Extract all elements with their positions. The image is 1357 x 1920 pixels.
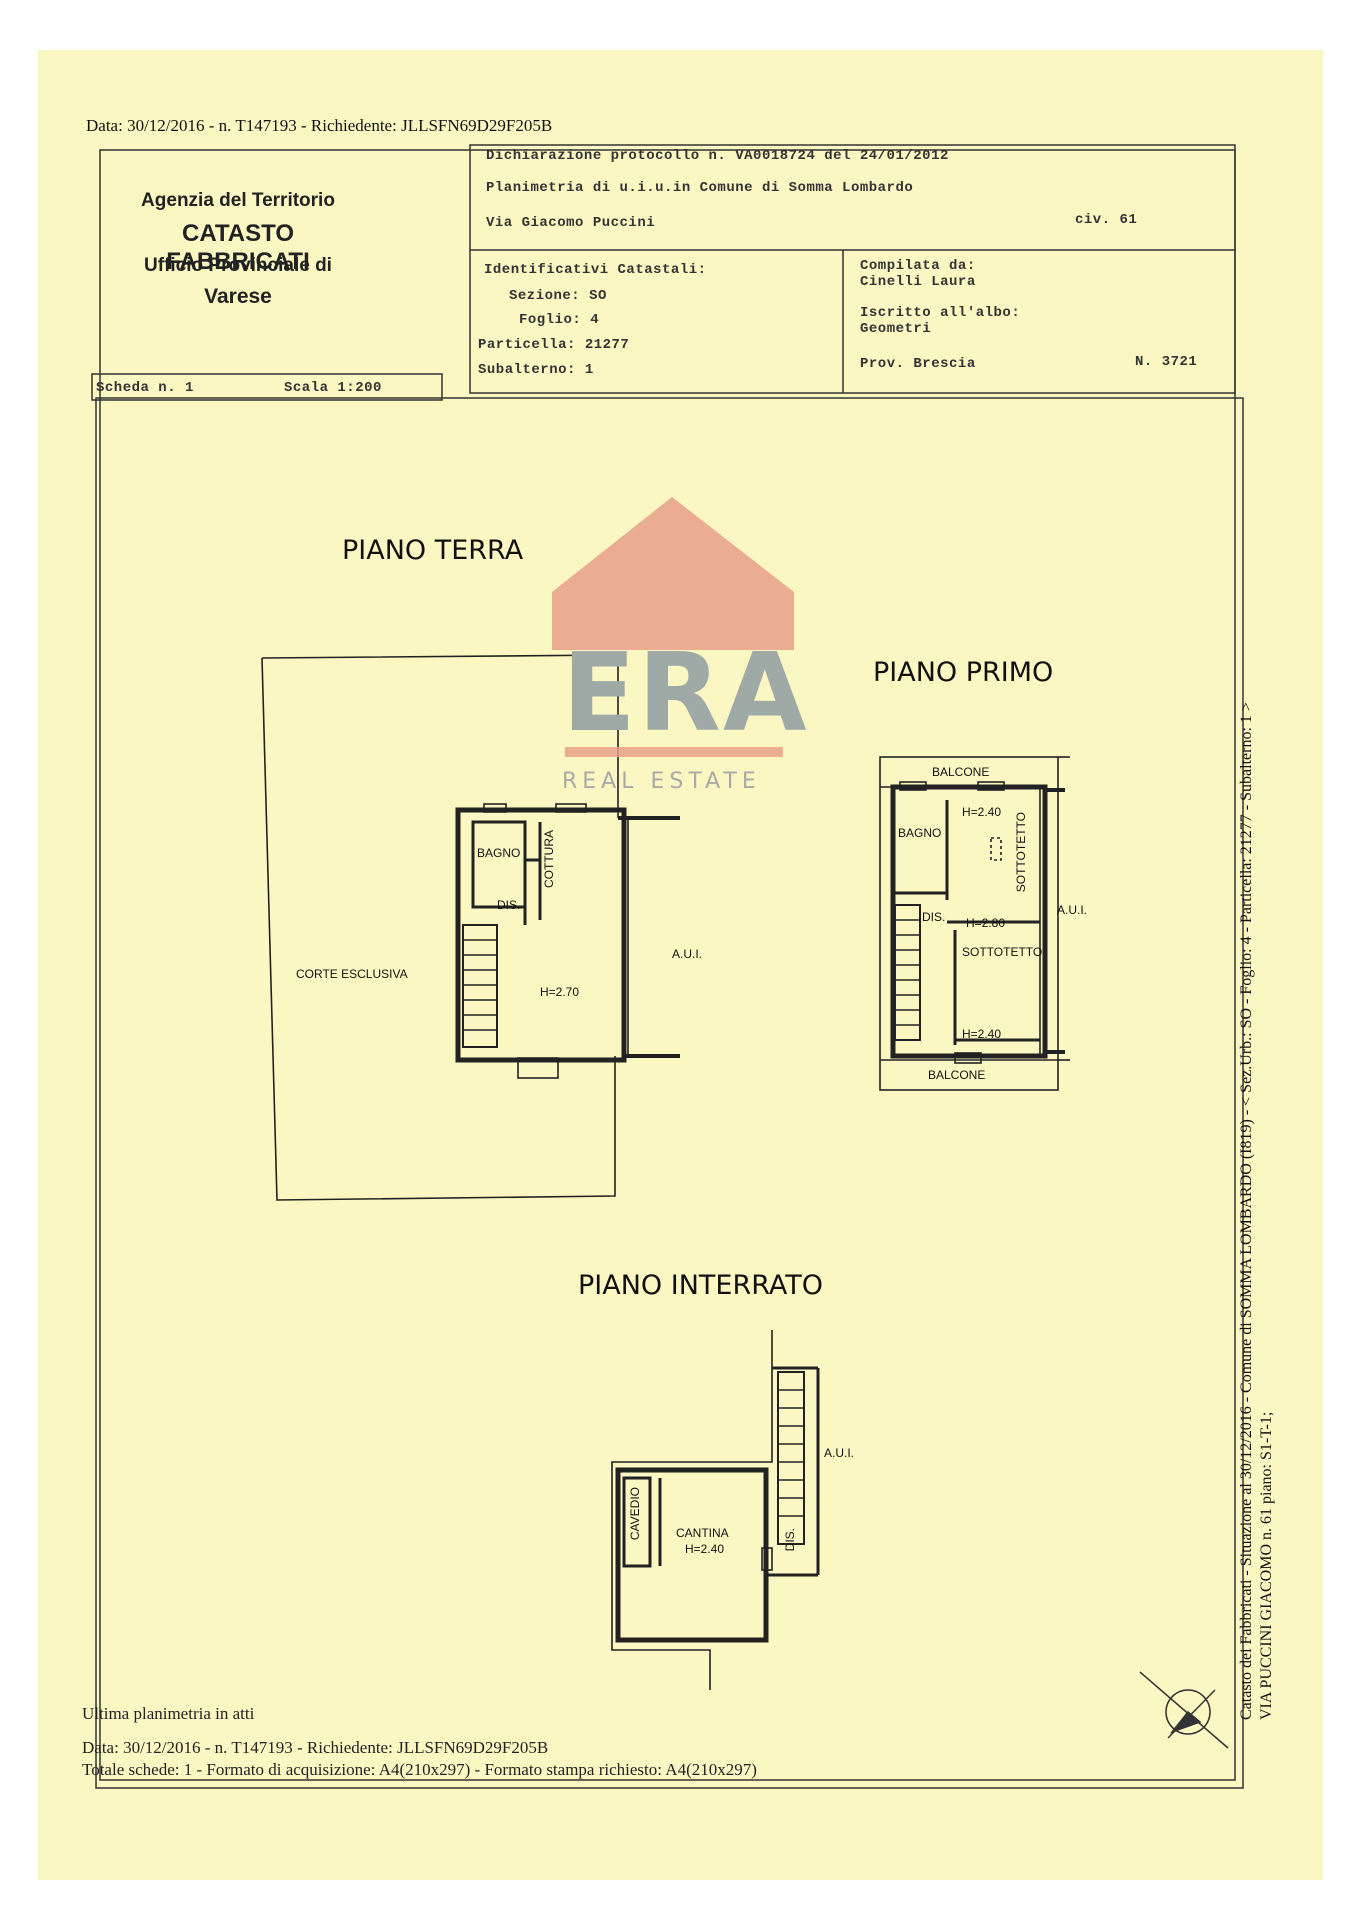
footer-totale-line: Totale schede: 1 - Formato di acquisizio… bbox=[82, 1760, 757, 1779]
ufficio-city: Varese bbox=[204, 285, 272, 308]
side-line-1: Catasto dei Fabbricati - Situazione al 3… bbox=[1238, 702, 1255, 1720]
primo-balcone-top: BALCONE bbox=[932, 765, 990, 779]
numero-albo: N. 3721 bbox=[1135, 354, 1198, 370]
primo-aui-label: A.U.I. bbox=[1057, 903, 1088, 917]
request-info-top: Data: 30/12/2016 - n. T147193 - Richiede… bbox=[86, 116, 553, 135]
piano-terra-plan bbox=[261, 654, 680, 1201]
cavedio-label: CAVEDIO bbox=[628, 1487, 642, 1541]
terra-dis-label: DIS. bbox=[497, 898, 521, 912]
piano-primo-title: PIANO PRIMO bbox=[873, 657, 1054, 688]
provincia-text: Prov. Brescia bbox=[860, 356, 976, 372]
terra-cottura-label: COTTURA bbox=[542, 830, 556, 888]
catasto-title: CATASTO FABBRICATI bbox=[166, 220, 310, 275]
planimetria-text: Planimetria di u.i.u.in Comune di Somma … bbox=[486, 180, 914, 196]
piano-interrato-plan bbox=[611, 1330, 820, 1690]
civ-text: civ. 61 bbox=[1075, 212, 1138, 228]
side-catasto-text: Catasto dei Fabbricati - Situazione al 3… bbox=[1237, 360, 1277, 1720]
terra-height-label: H=2.70 bbox=[540, 985, 580, 999]
compilata-name: Cinelli Laura bbox=[860, 274, 976, 290]
primo-sottotetto-vertical: SOTTOTETTO bbox=[1014, 812, 1028, 893]
piano-primo-plan bbox=[879, 756, 1070, 1091]
primo-h-mid: H=2.80 bbox=[966, 916, 1006, 930]
terra-aui-label: A.U.I. bbox=[672, 947, 703, 961]
dichiarazione-text: Dichiarazione protocollo n. VA0018724 de… bbox=[486, 148, 949, 164]
compilata-label: Compilata da: bbox=[860, 258, 976, 274]
primo-h-bottom: H=2.40 bbox=[962, 1027, 1002, 1041]
subalterno-text: Subalterno: 1 bbox=[478, 362, 594, 378]
cadastral-sheet bbox=[38, 50, 1323, 1880]
foglio-text: Foglio: 4 bbox=[519, 312, 600, 328]
primo-bagno-label: BAGNO bbox=[898, 826, 942, 840]
north-arrow-icon bbox=[1139, 1671, 1229, 1749]
corte-esclusiva-label: CORTE ESCLUSIVA bbox=[296, 967, 408, 981]
interrato-aui-label: A.U.I. bbox=[824, 1446, 855, 1460]
scheda-box bbox=[91, 373, 443, 401]
agency-name: Agenzia del Territorio bbox=[141, 190, 335, 211]
cantina-height-label: H=2.40 bbox=[685, 1542, 725, 1556]
side-line-2: VIA PUCCINI GIACOMO n. 61 piano: S1-T-1; bbox=[1258, 1411, 1275, 1720]
piano-terra-title: PIANO TERRA bbox=[342, 535, 524, 566]
cantina-label: CANTINA bbox=[676, 1526, 729, 1540]
particella-text: Particella: 21277 bbox=[478, 337, 630, 353]
piano-interrato-title: PIANO INTERRATO bbox=[578, 1270, 824, 1301]
era-tagline: REAL ESTATE bbox=[562, 769, 761, 794]
primo-sottotetto-label: SOTTOTETTO bbox=[962, 945, 1043, 959]
era-roof-icon bbox=[552, 497, 794, 650]
terra-bagno-label: BAGNO bbox=[477, 846, 521, 860]
inner-frame bbox=[95, 397, 1244, 1789]
primo-h-top: H=2.40 bbox=[962, 805, 1002, 819]
iscritto-label: Iscritto all'albo: bbox=[860, 305, 1021, 321]
sezione-text: Sezione: SO bbox=[509, 288, 607, 304]
footer-data-line: Data: 30/12/2016 - n. T147193 - Richiede… bbox=[82, 1738, 549, 1757]
ident-title: Identificativi Catastali: bbox=[484, 262, 707, 278]
scheda-text: Scheda n. 1 bbox=[96, 380, 194, 396]
scala-text: Scala 1:200 bbox=[284, 380, 382, 396]
ufficio-label: Ufficio Provinciale di bbox=[144, 255, 332, 276]
ultima-planimetria: Ultima planimetria in atti bbox=[82, 1704, 255, 1723]
primo-balcone-bottom: BALCONE bbox=[928, 1068, 986, 1082]
geometri-label: Geometri bbox=[860, 321, 932, 337]
outer-frame bbox=[99, 149, 1236, 1781]
via-text: Via Giacomo Puccini bbox=[486, 215, 656, 231]
primo-dis-label: DIS. bbox=[922, 910, 946, 924]
header-info-box bbox=[469, 144, 1236, 394]
era-logo-text: ERA bbox=[562, 631, 809, 756]
interrato-dis-label: DIS. bbox=[783, 1528, 797, 1552]
